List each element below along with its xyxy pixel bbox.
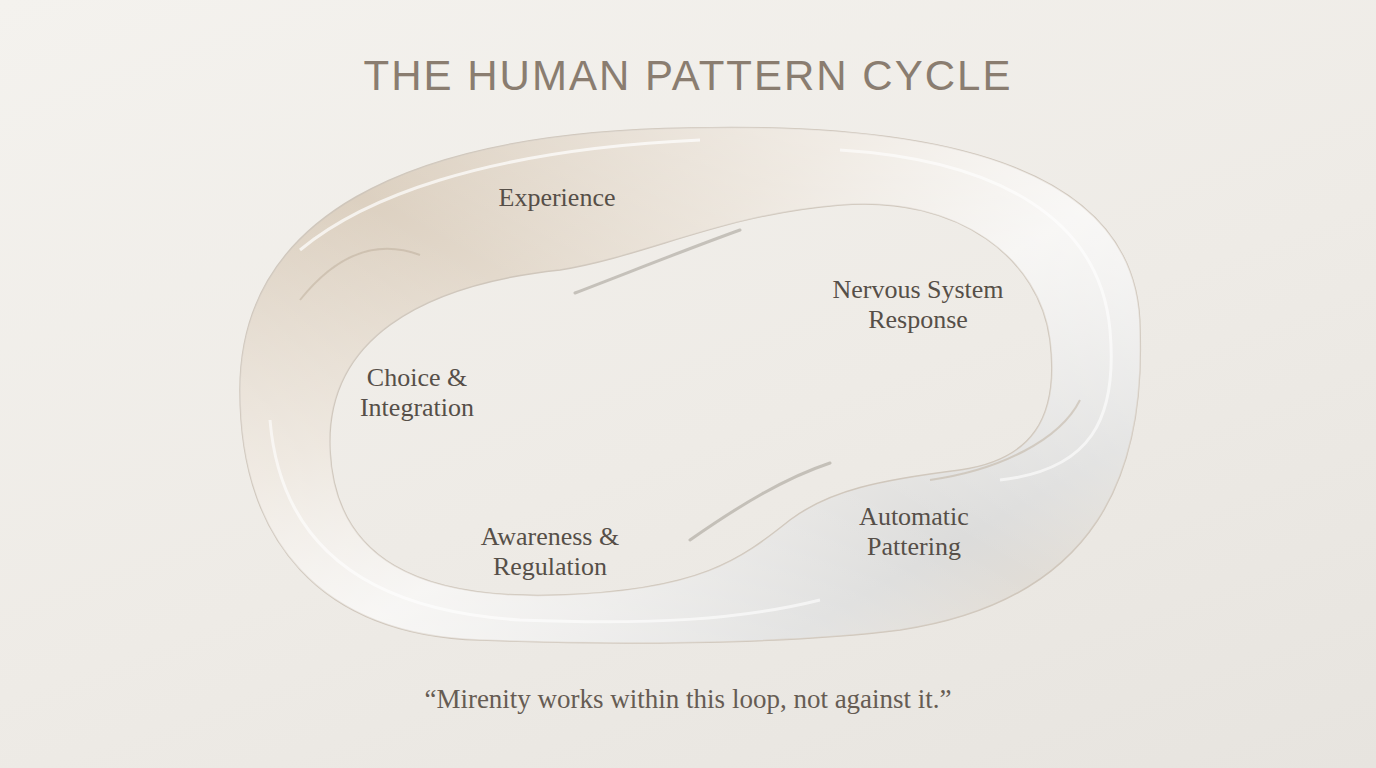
ribbon-twist	[300, 140, 700, 250]
ribbon-twist	[270, 420, 820, 622]
ribbon-fold	[300, 249, 420, 300]
stage-label: Choice & Integration	[337, 363, 497, 423]
stage-label: Nervous System Response	[808, 275, 1028, 335]
caption-quote: “Mirenity works within this loop, not ag…	[424, 684, 951, 715]
swoosh-stroke	[690, 463, 830, 540]
stage-label: Automatic Pattering	[824, 502, 1004, 562]
ribbon-sheen	[240, 128, 1140, 643]
swoosh-stroke	[575, 230, 740, 293]
ribbon-loop	[240, 128, 1140, 643]
ribbon-fold	[930, 400, 1080, 480]
diagram-title: THE HUMAN PATTERN CYCLE	[364, 52, 1013, 100]
stage-label: Awareness & Regulation	[465, 522, 635, 582]
stage-label: Experience	[467, 183, 647, 213]
